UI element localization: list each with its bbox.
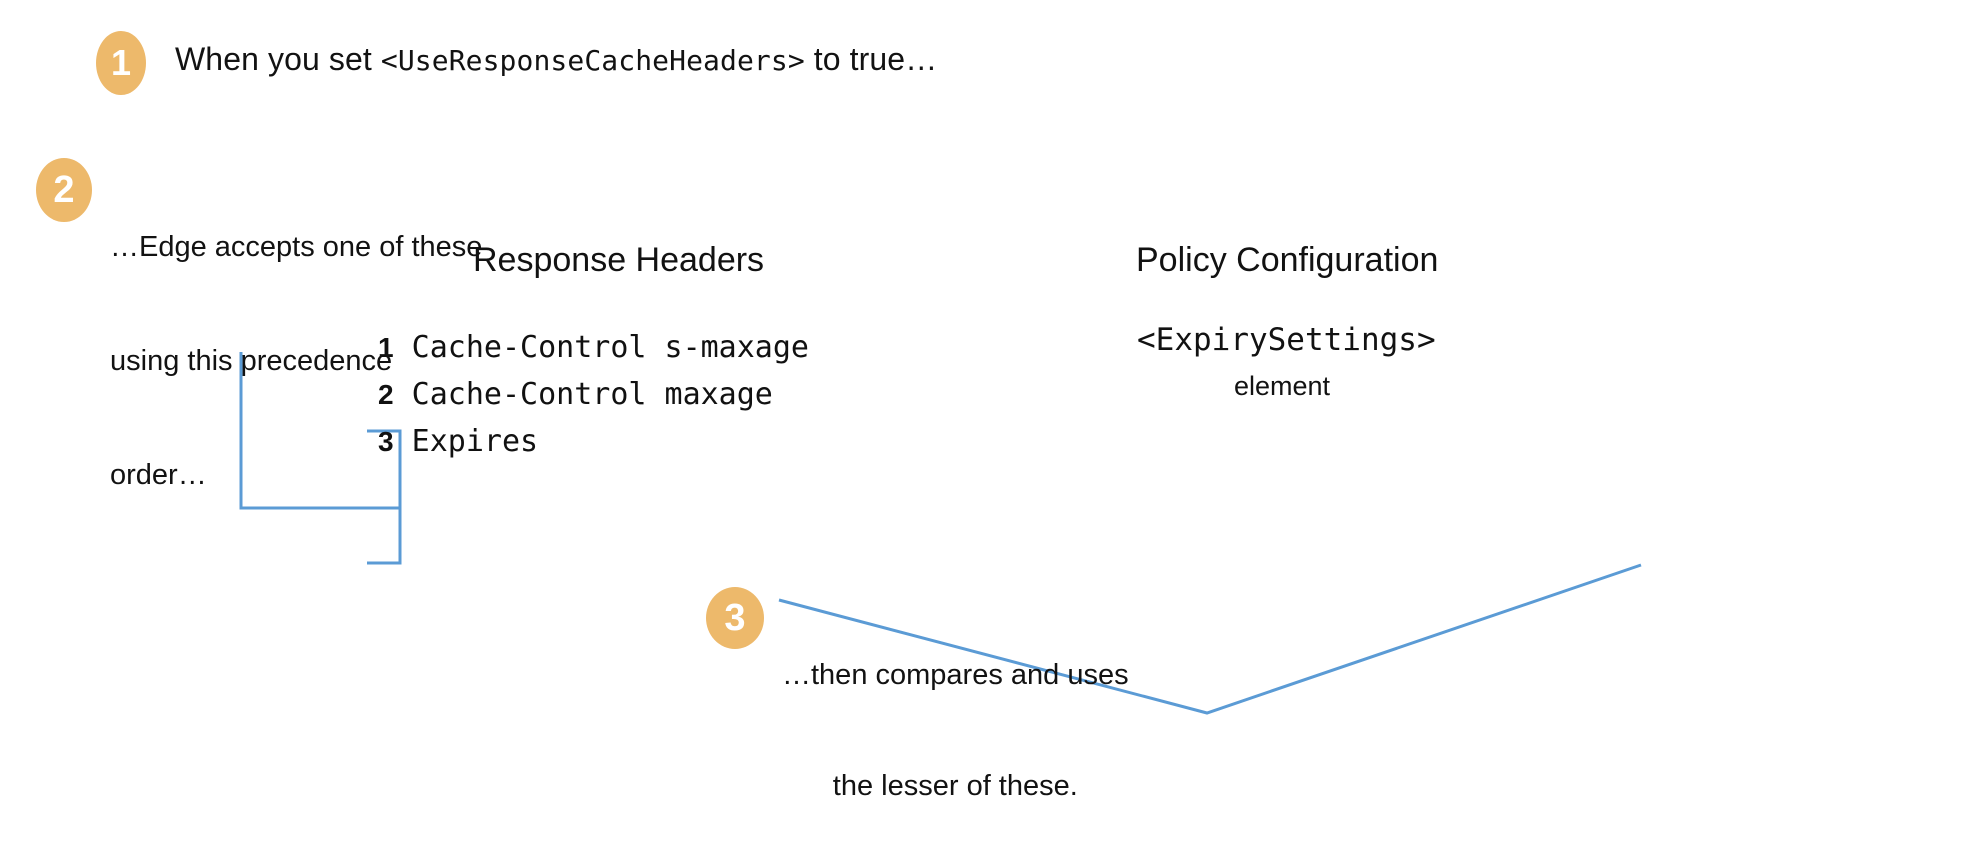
response-header-item-number: 1: [378, 332, 394, 363]
step-1-badge: 1: [96, 31, 146, 95]
response-header-item-number: 2: [378, 379, 394, 410]
response-header-item-space: [394, 424, 412, 459]
step-2-line-3: order…: [110, 459, 207, 491]
response-header-item-text: Cache-Control maxage: [411, 377, 773, 412]
step-3-badge: 3: [706, 587, 764, 649]
response-header-item: 1 Cache-Control s-maxage: [378, 330, 809, 365]
step-1-text-lead: When you set: [175, 41, 381, 77]
response-header-item-text: Expires: [411, 424, 539, 459]
expiry-settings-element: <ExpirySettings>: [1137, 322, 1436, 358]
expiry-settings-subtitle: element: [1234, 371, 1331, 401]
step-3-text: …then compares and uses the lesser of th…: [782, 583, 1129, 858]
step-3-line-2: the lesser of these.: [832, 770, 1078, 802]
response-header-item-space: [394, 377, 412, 412]
step-1-text: When you set <UseResponseCacheHeaders> t…: [175, 41, 937, 78]
response-headers-heading: Response Headers: [473, 241, 765, 279]
use-response-cache-headers-element: <UseResponseCacheHeaders>: [380, 44, 805, 77]
step-2-text: …Edge accepts one of these using this pr…: [110, 152, 482, 570]
response-header-item: 3 Expires: [378, 424, 538, 459]
step-2-line-2: using this precedence: [110, 345, 393, 377]
response-header-item: 2 Cache-Control maxage: [378, 377, 773, 412]
response-header-item-number: 3: [378, 426, 394, 457]
step-2-badge: 2: [36, 158, 92, 222]
step-1-text-tail: to true…: [804, 41, 938, 77]
step-3-line-1: …then compares and uses: [782, 659, 1129, 691]
response-header-item-text: Cache-Control s-maxage: [411, 330, 809, 365]
policy-configuration-heading: Policy Configuration: [1136, 241, 1439, 279]
step-2-line-1: …Edge accepts one of these: [110, 231, 483, 263]
response-header-item-value: [394, 330, 412, 365]
